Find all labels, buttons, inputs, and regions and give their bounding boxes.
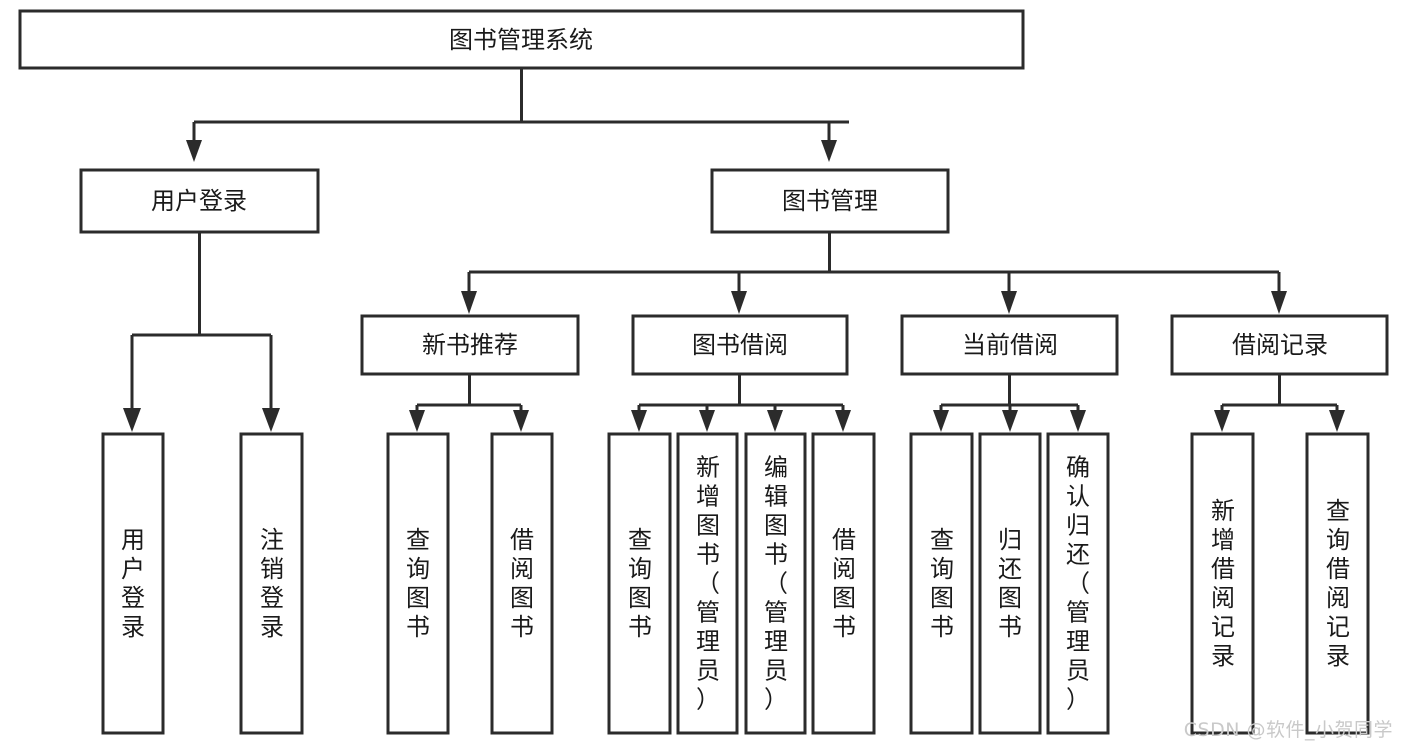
node-current-borrow-label: 当前借阅 bbox=[962, 331, 1058, 359]
node-leaf-user-login-label: 用户登录 bbox=[121, 526, 145, 641]
node-leaf-add-book[interactable]: 新增图书（管理员） bbox=[676, 432, 739, 735]
node-borrow-record[interactable]: 借阅记录 bbox=[1170, 314, 1389, 376]
node-leaf-query-book-2-label: 查询图书 bbox=[628, 526, 652, 641]
node-leaf-borrow-book-2-label: 借阅图书 bbox=[832, 526, 856, 641]
connector-currentborrow-to-leaves bbox=[933, 374, 1086, 432]
node-book-manage[interactable]: 图书管理 bbox=[710, 168, 950, 234]
connector-root-to-level2 bbox=[186, 68, 849, 162]
node-user-login[interactable]: 用户登录 bbox=[79, 168, 320, 234]
node-leaf-add-book-label: 新增图书（管理员） bbox=[696, 454, 720, 714]
connector-bookmanage-to-level3 bbox=[461, 232, 1287, 314]
node-leaf-query-record-label: 查询借阅记录 bbox=[1326, 497, 1350, 670]
connector-newbook-to-leaves bbox=[409, 374, 529, 432]
node-new-book-rec[interactable]: 新书推荐 bbox=[360, 314, 580, 376]
node-book-borrow-label: 图书借阅 bbox=[692, 331, 788, 359]
node-leaf-edit-book[interactable]: 编辑图书（管理员） bbox=[744, 432, 807, 735]
node-leaf-query-book-1[interactable]: 查询图书 bbox=[386, 432, 450, 735]
node-leaf-borrow-book-2[interactable]: 借阅图书 bbox=[811, 432, 876, 735]
node-leaf-edit-book-label: 编辑图书（管理员） bbox=[764, 454, 788, 714]
node-leaf-return-book-label: 归还图书 bbox=[998, 526, 1022, 641]
node-leaf-logout[interactable]: 注销登录 bbox=[239, 432, 304, 735]
node-leaf-borrow-book-1-label: 借阅图书 bbox=[510, 526, 534, 641]
node-leaf-confirm-return[interactable]: 确认归还（管理员） bbox=[1046, 432, 1110, 735]
node-new-book-rec-label: 新书推荐 bbox=[422, 331, 518, 359]
node-leaf-add-record-label: 新增借阅记录 bbox=[1211, 497, 1235, 670]
node-leaf-user-login[interactable]: 用户登录 bbox=[101, 432, 165, 735]
node-leaf-return-book[interactable]: 归还图书 bbox=[978, 432, 1042, 735]
node-user-login-label: 用户登录 bbox=[151, 187, 247, 215]
node-borrow-record-label: 借阅记录 bbox=[1232, 331, 1328, 359]
connector-userlogin-to-leaves bbox=[123, 232, 280, 432]
node-current-borrow[interactable]: 当前借阅 bbox=[900, 314, 1119, 376]
node-leaf-query-book-3[interactable]: 查询图书 bbox=[909, 432, 974, 735]
node-root-label: 图书管理系统 bbox=[449, 26, 593, 54]
node-root[interactable]: 图书管理系统 bbox=[18, 9, 1025, 70]
node-leaf-add-record[interactable]: 新增借阅记录 bbox=[1190, 432, 1255, 735]
node-leaf-query-book-1-label: 查询图书 bbox=[406, 526, 430, 641]
connector-borrowrecord-to-leaves bbox=[1214, 374, 1345, 432]
node-leaf-query-book-3-label: 查询图书 bbox=[930, 526, 954, 641]
node-leaf-query-record[interactable]: 查询借阅记录 bbox=[1305, 432, 1370, 735]
node-leaf-query-book-2[interactable]: 查询图书 bbox=[607, 432, 672, 735]
node-leaf-confirm-return-label: 确认归还（管理员） bbox=[1066, 454, 1090, 714]
node-book-borrow[interactable]: 图书借阅 bbox=[631, 314, 849, 376]
node-leaf-logout-label: 注销登录 bbox=[260, 526, 284, 641]
node-book-manage-label: 图书管理 bbox=[782, 187, 878, 215]
connector-bookborrow-to-leaves bbox=[631, 374, 851, 432]
node-leaf-borrow-book-1[interactable]: 借阅图书 bbox=[490, 432, 554, 735]
